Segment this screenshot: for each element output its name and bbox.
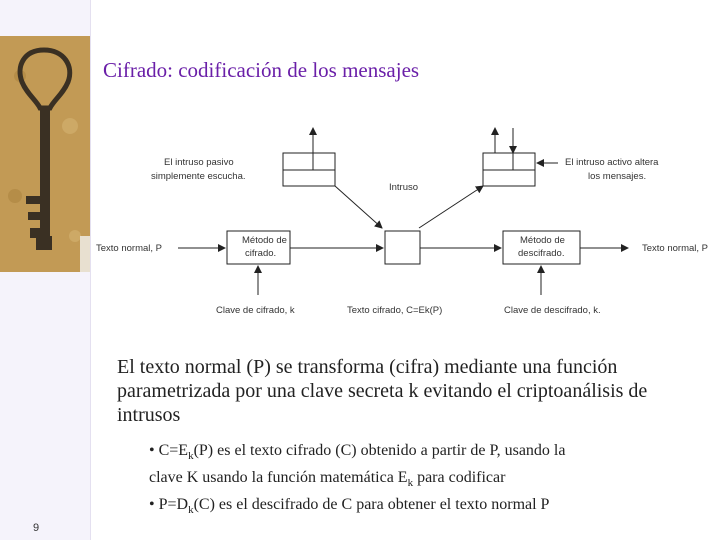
diagonal-left bbox=[334, 185, 383, 229]
plaintext-left-label: Texto normal, P bbox=[96, 243, 162, 254]
encryption-diagram: El intruso pasivo simplemente escucha. E… bbox=[96, 127, 708, 316]
active-intruder-box bbox=[482, 152, 536, 187]
active-intruder-label-1: El intruso activo altera bbox=[565, 157, 659, 168]
key-image bbox=[0, 36, 90, 272]
body-paragraph: El texto normal (P) se transforma (cifra… bbox=[117, 356, 648, 426]
ciphertext-box bbox=[384, 230, 421, 265]
plaintext-right-label: Texto normal, P bbox=[642, 243, 708, 254]
active-intruder-label-2: los mensajes. bbox=[588, 171, 646, 182]
page-number: 9 bbox=[33, 522, 40, 534]
bullet-encryption: • C=Ek(P) es el texto cifrado (C) obteni… bbox=[149, 442, 566, 463]
decryption-key-label: Clave de descifrado, k. bbox=[504, 305, 601, 316]
ciphertext-label: Texto cifrado, C=Ek(P) bbox=[347, 305, 442, 316]
decryption-method-label-2: descifrado. bbox=[518, 248, 564, 259]
bullet-encryption-cont: clave K usando la función matemática Ek … bbox=[149, 469, 506, 490]
encryption-method-label-2: cifrado. bbox=[245, 248, 276, 259]
passive-intruder-label-1: El intruso pasivo bbox=[164, 157, 234, 168]
slide-title: Cifrado: codificación de los mensajes bbox=[103, 58, 420, 82]
decryption-method-label-1: Método de bbox=[520, 235, 565, 246]
bullet-decryption: • P=Dk(C) es el descifrado de C para obt… bbox=[149, 496, 550, 517]
encryption-key-label: Clave de cifrado, k bbox=[216, 305, 295, 316]
bullet-list: • C=Ek(P) es el texto cifrado (C) obteni… bbox=[149, 440, 709, 522]
encryption-method-label-1: Método de bbox=[242, 235, 287, 246]
passive-intruder-box bbox=[282, 152, 336, 187]
passive-intruder-label-2: simplemente escucha. bbox=[151, 171, 246, 182]
intruder-label: Intruso bbox=[389, 182, 418, 193]
diagonal-right bbox=[418, 185, 484, 229]
